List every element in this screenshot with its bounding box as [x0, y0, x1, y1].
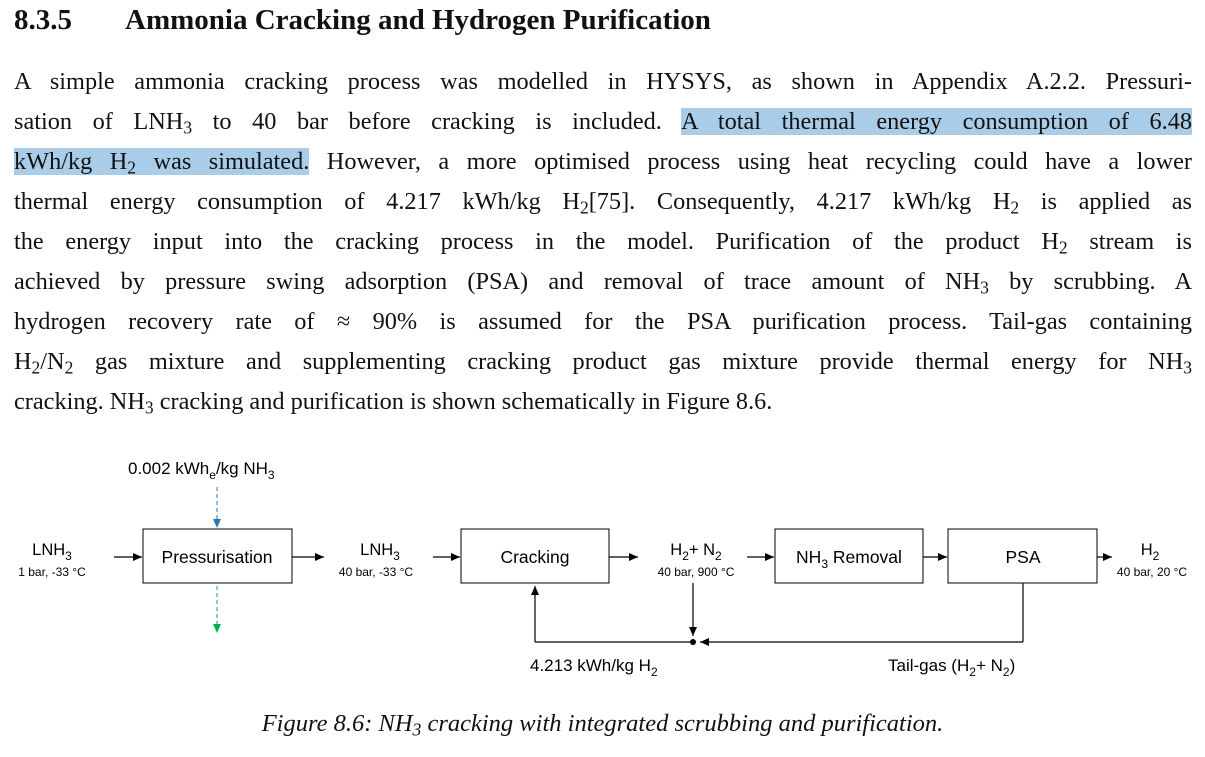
- cracking-label: Cracking: [500, 547, 569, 567]
- pressurisation-label: Pressurisation: [162, 547, 273, 567]
- highlighted-text[interactable]: A total thermal energy consumption of 6.…: [681, 108, 1193, 135]
- paragraph-line-2: sation of LNH3 to 40 bar before cracking…: [14, 108, 1193, 138]
- outlet-conditions: 40 bar, 20 °C: [1117, 565, 1188, 579]
- paragraph-line-4: thermal energy consumption of 4.217 kWh/…: [14, 188, 1192, 218]
- stream-h2-n2-conditions: 40 bar, 900 °C: [658, 565, 735, 579]
- inlet-stream-label: LNH3: [32, 541, 72, 563]
- tailgas-label: Tail-gas (H2+ N2): [888, 656, 1015, 679]
- paragraph-line-5: the energy input into the cracking proce…: [14, 228, 1192, 258]
- paragraph-line-3: kWh/kg H2 was simulated. However, a more…: [14, 148, 1192, 178]
- cracking-box: [460, 528, 610, 584]
- paragraph-line-8: H2/N2 gas mixture and supplementing crac…: [14, 348, 1192, 378]
- paragraph-line-9: cracking. NH3 cracking and purification …: [14, 388, 773, 418]
- highlighted-text[interactable]: kWh/kg H2 was simulated.: [14, 148, 310, 178]
- paragraph-line-1: A simple ammonia cracking process was mo…: [14, 68, 1192, 95]
- stream-lnh3-label: LNH3: [360, 541, 400, 563]
- section-title: Ammonia Cracking and Hydrogen Purificati…: [125, 4, 711, 36]
- electrical-energy-label: 0.002 kWhe/kg NH3: [128, 459, 275, 482]
- nh3-removal-label: NH3 Removal: [796, 547, 902, 571]
- thermal-energy-label: 4.213 kWh/kg H2: [530, 656, 658, 679]
- figure-caption: Figure 8.6: NH3 cracking with integrated…: [261, 710, 944, 740]
- outlet-stream-label: H2: [1141, 541, 1160, 563]
- paragraph-line-6: achieved by pressure swing adsorption (P…: [14, 268, 1193, 298]
- psa-box: [947, 528, 1098, 584]
- process-flow-diagram: 0.002 kWhe/kg NH3 LNH3 1 bar, -33 °C Pre…: [18, 459, 1188, 679]
- paragraph-line-7: hydrogen recovery rate of ≈ 90% is assum…: [14, 308, 1192, 335]
- section-heading: 8.3.5 Ammonia Cracking and Hydrogen Purif…: [14, 4, 711, 37]
- psa-label: PSA: [1005, 547, 1040, 567]
- body-paragraph: A simple ammonia cracking process was mo…: [14, 62, 1193, 422]
- inlet-conditions: 1 bar, -33 °C: [18, 565, 86, 579]
- section-number: 8.3.5: [14, 4, 72, 36]
- stream-lnh3-conditions: 40 bar, -33 °C: [339, 565, 414, 579]
- pressurisation-box: [142, 528, 293, 584]
- nh3-removal-box: [774, 528, 924, 584]
- stream-h2-n2-label: H2+ N2: [670, 541, 722, 563]
